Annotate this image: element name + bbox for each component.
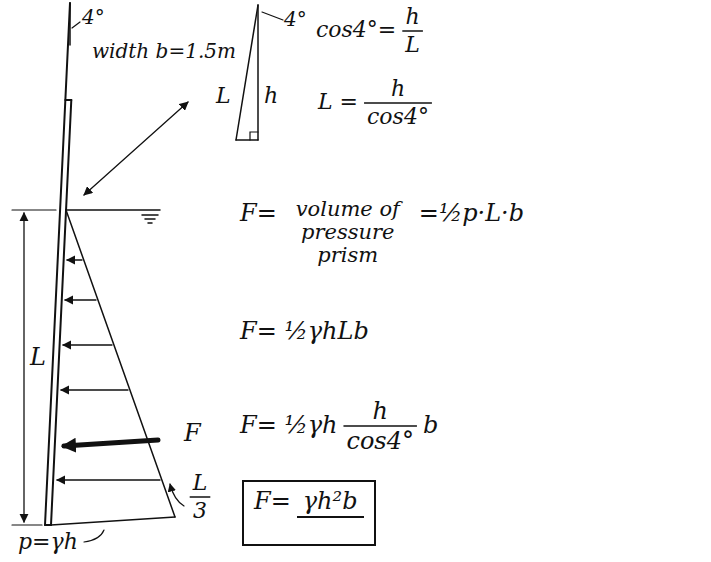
gate-end (65, 99, 71, 101)
pressure-arrow (63, 344, 112, 345)
fraction-denominator: cos4° (367, 105, 429, 129)
pressure-distribution (51, 517, 175, 525)
equation-text: =½p·L·b (419, 200, 524, 226)
fraction-numerator: h (391, 77, 405, 101)
gate-end (45, 524, 51, 526)
fraction-denominator: 3 (193, 499, 207, 523)
water-surface-symbol (148, 222, 152, 224)
fraction-bar (364, 102, 432, 104)
angle-label: 4° (284, 8, 307, 30)
extension-line (12, 209, 56, 210)
width-arrow (84, 102, 188, 195)
gate-line (51, 100, 71, 525)
equation-text: F= ½γhLb (240, 318, 369, 344)
leader-line (84, 530, 104, 542)
fraction-numerator: γh²b (297, 488, 364, 518)
fraction-denominator: cos4° (346, 428, 413, 454)
side-label: h (264, 84, 278, 108)
pressure-arrow (65, 299, 96, 300)
fraction-bar (402, 30, 423, 32)
water-surface-symbol (145, 218, 155, 220)
angle-leader (262, 12, 283, 20)
angle-leader (72, 22, 80, 28)
side-label: L (216, 84, 231, 108)
angle-label: 4° (82, 6, 105, 28)
fraction-bar (190, 496, 211, 498)
leader-line (170, 484, 184, 506)
equation-text: b (423, 412, 438, 438)
width-note: width b=1.5m (92, 40, 236, 62)
pressure-arrow (57, 479, 160, 480)
pressure-arrow (61, 389, 128, 390)
right-angle-mark (250, 132, 258, 140)
resultant-force-arrow (64, 440, 158, 446)
fraction-numerator: L (193, 471, 208, 495)
triangle-side (236, 5, 258, 140)
equation-text: F= (240, 200, 277, 226)
equation-text: cos4°= (316, 18, 396, 42)
triangle-side (236, 139, 258, 141)
equation-text: F= (254, 488, 291, 514)
fraction-numerator: h (372, 398, 387, 424)
fraction-numerator: h (406, 5, 420, 29)
pressure-distribution (66, 210, 175, 517)
equation-text: F= ½γh (240, 412, 337, 438)
pressure-arrow (67, 259, 82, 260)
dimension-label: L (30, 344, 46, 370)
water-surface-symbol (142, 214, 158, 216)
equation-text: L = (318, 90, 358, 114)
fraction-bar (343, 425, 416, 427)
dimension-line (23, 213, 24, 522)
water-surface (66, 209, 160, 211)
pressure-label: p=γh (18, 530, 78, 554)
result-box: F=γh²b (242, 480, 376, 546)
extension-line (12, 524, 42, 525)
force-label: F (184, 420, 201, 446)
fraction-denominator: L (405, 33, 420, 57)
equation-note: volume of pressure prism (283, 198, 413, 267)
triangle-side (257, 5, 259, 140)
